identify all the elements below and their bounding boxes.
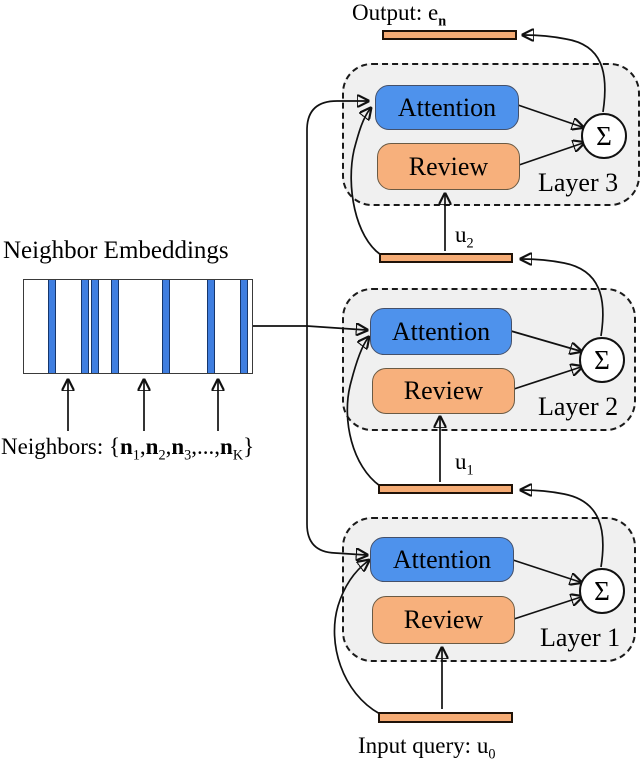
layer-2-sum-node: Σ — [579, 337, 625, 383]
wire-sum-layer2-to-u2-bar — [522, 259, 604, 337]
layer-1-sum-node: Σ — [579, 568, 625, 614]
layer-3-sum-node: Σ — [581, 113, 627, 159]
wire-u1-to-attention-layer2 — [346, 338, 381, 487]
embedding-stripe — [207, 280, 215, 373]
u1-embedding-bar — [378, 484, 513, 494]
input-query-bar — [378, 712, 513, 723]
embedding-stripe — [162, 280, 170, 373]
wire-neighbors-to-attention-layer3 — [306, 101, 367, 326]
layer-2-review-block: Review — [372, 368, 515, 414]
layer-2-label: Layer 2 — [538, 392, 619, 421]
neighbors-caption: Neighbors: {n1,n2,n3,...,nK} — [1, 434, 255, 464]
layer-1-label: Layer 1 — [540, 623, 621, 652]
layer-3-review-block: Review — [377, 143, 520, 190]
embedding-stripe — [81, 280, 89, 373]
wire-sum-layer3-to-output-bar — [524, 35, 606, 113]
u2-label: u2 — [455, 222, 474, 252]
embedding-stripe — [48, 280, 56, 373]
input-query-label: Input query: u0 — [358, 733, 496, 763]
wire-review-to-sum-layer3 — [518, 143, 583, 166]
wire-u0-to-attention-layer1 — [333, 561, 381, 715]
embedding-stripe — [91, 280, 99, 373]
neighbor-embeddings-title: Neighbor Embeddings — [3, 237, 229, 264]
layer-1-attention-block: Attention — [370, 537, 514, 582]
wire-sum-layer1-to-u1-bar — [522, 490, 604, 568]
layer-3-attention-block: Attention — [375, 85, 519, 130]
wire-attention-to-sum-layer2 — [510, 330, 580, 351]
output-embedding-bar — [382, 30, 517, 40]
embedding-stripe — [240, 280, 248, 373]
wire-attention-to-sum-layer3 — [517, 104, 582, 127]
wire-review-to-sum-layer1 — [513, 597, 581, 620]
u1-label: u1 — [455, 449, 474, 479]
wire-attention-to-sum-layer1 — [512, 559, 580, 582]
wire-u2-to-attention-layer3 — [350, 109, 382, 256]
embedding-stripe — [111, 280, 119, 373]
layer-3-label: Layer 3 — [538, 168, 619, 197]
wire-review-to-sum-layer2 — [513, 367, 581, 390]
wire-neighbors-to-attention-layer1 — [306, 326, 366, 555]
wire-neighbors-to-attention-layer2 — [253, 326, 366, 330]
u2-embedding-bar — [379, 253, 513, 263]
neighbor-embeddings-matrix — [23, 279, 253, 374]
layer-2-attention-block: Attention — [370, 308, 512, 355]
layer-1-review-block: Review — [372, 596, 515, 644]
output-label: Output: en — [352, 0, 447, 30]
